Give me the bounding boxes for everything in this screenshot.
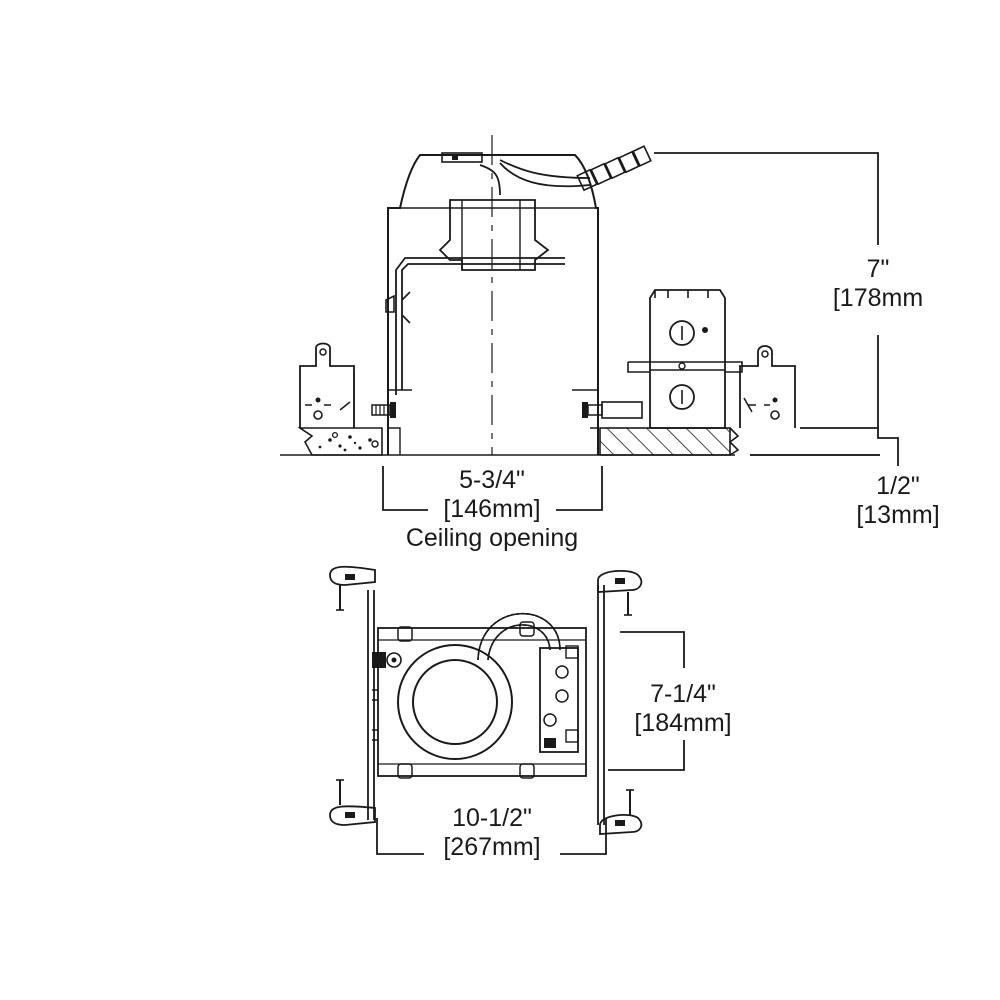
opening-imperial: 5-3/4" (459, 466, 525, 494)
top-clip-tab (452, 155, 458, 160)
aperture-outer (397, 644, 513, 760)
plan-length-dimension-label: 10-1/2" [267mm] (412, 804, 572, 862)
mounting-plate (377, 627, 587, 777)
socket-bracket (438, 199, 550, 271)
clip-bottom-right (599, 789, 643, 835)
height-imperial: 7" (866, 255, 890, 283)
plan-width-metric: [184mm] (634, 709, 732, 737)
opening-metric: [146mm] (443, 495, 541, 523)
bar-hanger-rod (395, 257, 565, 395)
flex-conduit (576, 145, 652, 192)
opening-caption: Ceiling opening (405, 524, 579, 552)
left-mounting-bracket (299, 342, 355, 428)
clip-top-right (597, 569, 643, 616)
plan-length-metric: [267mm] (443, 833, 541, 861)
right-ceiling-section (599, 427, 740, 456)
height-dimension-label: 7" [178mm (808, 255, 948, 313)
right-mounting-bracket (739, 345, 796, 428)
side-elevation-view (280, 135, 899, 511)
trim-dimension-label: 1/2" [13mm] (838, 472, 958, 530)
plan-width-dimension-label: 7-1/4" [184mm] (608, 680, 758, 738)
wire-bundle (479, 159, 591, 196)
clip-bottom-left (329, 779, 376, 826)
top-clip (441, 152, 483, 163)
height-metric: [178mm (832, 284, 924, 312)
trim-metric: [13mm] (856, 501, 940, 529)
trim-imperial: 1/2" (876, 472, 920, 500)
plan-width-dimension-line (608, 631, 685, 771)
ceiling-opening-dimension-label: 5-3/4" [146mm] Ceiling opening (372, 466, 612, 553)
plan-left-screw (372, 652, 402, 668)
left-ceiling-section (297, 427, 383, 456)
right-hanger-bar (597, 585, 605, 825)
plan-view (329, 565, 685, 855)
junction-box (627, 289, 743, 429)
junction-tab (601, 401, 643, 419)
housing-body (387, 154, 599, 455)
aperture-inner (412, 659, 498, 745)
plan-length-imperial: 10-1/2" (452, 804, 532, 832)
plan-length-dimension-line (376, 818, 607, 855)
left-hanger-bar (367, 590, 375, 820)
plan-junction-box (539, 645, 579, 753)
left-mounting-screw (371, 402, 396, 418)
plan-flex-conduit (477, 612, 561, 661)
ceiling-opening-dimension-line (382, 466, 603, 511)
trim-dimension-line (750, 428, 899, 466)
plan-width-imperial: 7-1/4" (650, 680, 716, 708)
clip-top-left (329, 565, 376, 611)
